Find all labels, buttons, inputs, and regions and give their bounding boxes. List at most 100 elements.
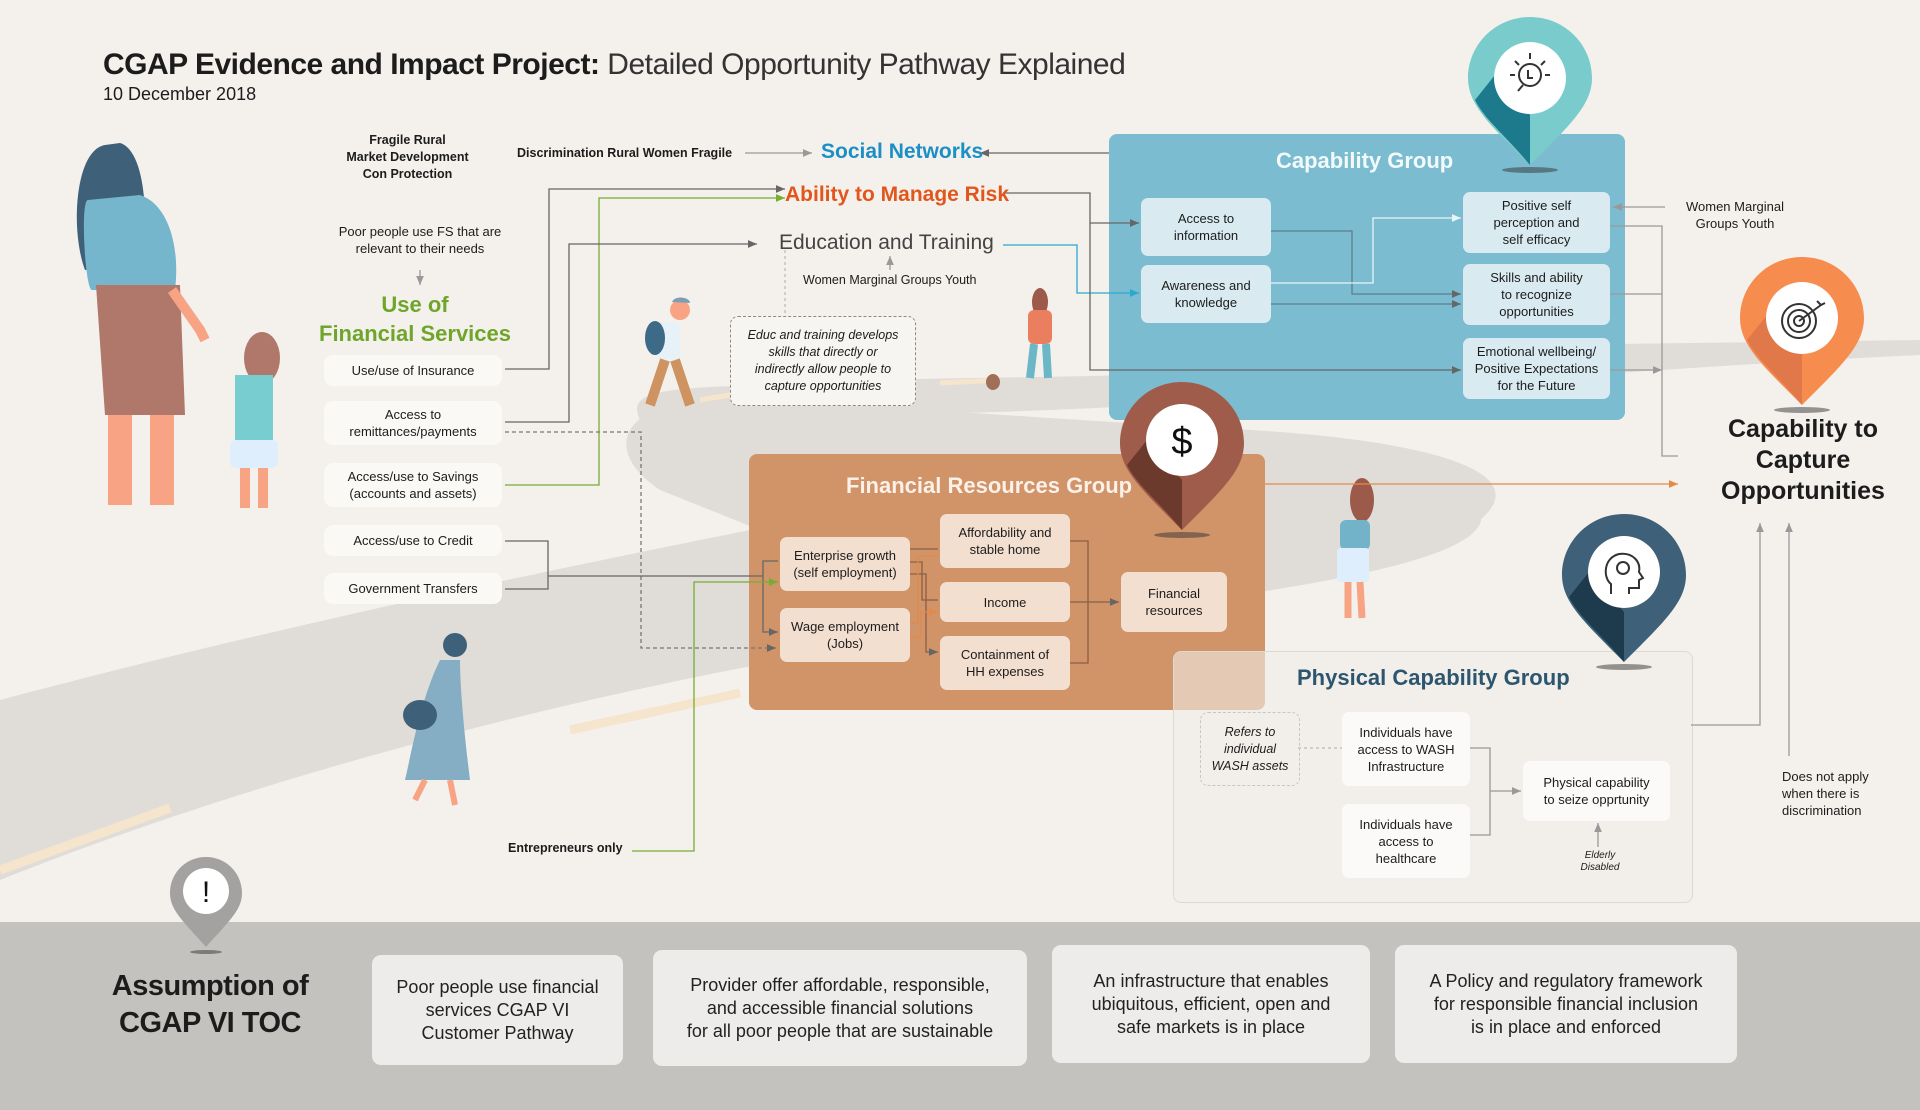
box-label: Containment of — [960, 647, 1050, 662]
note-line: WASH assets — [1211, 758, 1289, 773]
fs-item-savings[interactable]: Access/use to Savings (accounts and asset… — [324, 463, 502, 507]
outcome-social-networks[interactable]: Social Networks — [821, 140, 984, 163]
label-line: Elderly — [1584, 850, 1616, 861]
box-label: (Jobs) — [826, 636, 864, 651]
women-marginal-cap-label: Women Marginal Groups Youth — [1670, 198, 1800, 232]
title-line: Opportunities — [1721, 477, 1885, 505]
physical-group-title: Physical Capability Group — [1297, 665, 1570, 690]
note-line: indirectly allow people to — [754, 362, 892, 376]
dollar-icon: $ — [1171, 421, 1192, 463]
item-label: (accounts and assets) — [349, 486, 477, 501]
note-line: capture opportunities — [764, 379, 882, 393]
box-label: Financial — [1147, 586, 1201, 601]
box-label: Awareness and — [1161, 278, 1251, 293]
label-line: Does not apply — [1782, 769, 1869, 784]
card-line: services CGAP VI — [425, 999, 570, 1020]
capability-to-capture-opportunities[interactable]: Capability to Capture Opportunities — [1690, 414, 1916, 507]
item-label: Access/use to Credit — [353, 533, 473, 548]
item-label: remittances/payments — [349, 424, 477, 439]
box-label: Income — [983, 594, 1027, 610]
box-label: access to — [1378, 833, 1434, 849]
lightbulb-icon — [1510, 53, 1550, 92]
item-label: Government Transfers — [348, 581, 478, 596]
fin-input-wage-employment[interactable]: Wage employment (Jobs) — [780, 608, 910, 662]
box-label: Positive self — [1501, 198, 1572, 213]
outcome-manage-risk[interactable]: Ability to Manage Risk — [785, 183, 1010, 206]
card-line: An infrastructure that enables — [1093, 970, 1329, 991]
fin-input-enterprise-growth[interactable]: Enterprise growth (self employment) — [780, 537, 910, 591]
cap-output-emotional-wellbeing[interactable]: Emotional wellbeing/Positive Expectation… — [1463, 338, 1610, 399]
box-label: Infrastructure — [1367, 758, 1445, 774]
card-line: Provider offer affordable, responsible, — [690, 974, 990, 995]
assumption-card: Provider offer affordable, responsible,a… — [653, 950, 1027, 1066]
cap-output-self-perception[interactable]: Positive self perception and self efficacy — [1463, 192, 1610, 253]
box-label: perception and — [1493, 215, 1580, 230]
item-label: Access/use to Savings — [347, 469, 479, 484]
title-line: Financial Services — [319, 321, 511, 346]
box-label: self efficacy — [1502, 232, 1571, 247]
fs-item-credit[interactable]: Access/use to Credit — [324, 525, 502, 556]
label-line: Disabled — [1580, 862, 1620, 873]
cap-input-awareness-knowledge[interactable]: Awareness and knowledge — [1141, 265, 1271, 323]
box-label: Wage employment — [791, 619, 899, 634]
fin-mid-hh-expenses[interactable]: Containment of HH expenses — [940, 636, 1070, 690]
outcome-education-training[interactable]: Education and Training — [779, 231, 994, 254]
woman-with-bag-illustration — [403, 633, 470, 806]
box-label: Positive Expectations — [1474, 361, 1599, 376]
fs-item-government-transfers[interactable]: Government Transfers — [324, 573, 502, 604]
box-label: to recognize — [1501, 287, 1572, 302]
box-label: access to WASH — [1357, 741, 1455, 757]
box-label: knowledge — [1174, 295, 1238, 310]
title-line: Capture — [1755, 446, 1851, 474]
label-line: Poor people use FS that are — [338, 224, 502, 239]
label-line: Market Development — [346, 150, 469, 164]
box-label: Skills and ability — [1490, 270, 1583, 285]
poor-people-fs-label: Poor people use FS that are relevant to … — [330, 223, 510, 257]
target-icon — [1781, 300, 1826, 339]
box-label: Emotional wellbeing/ — [1476, 344, 1597, 359]
box-label: information — [1173, 228, 1239, 243]
box-label: Access to — [1177, 211, 1235, 226]
financial-group-title: Financial Resources Group — [846, 473, 1133, 498]
label-line: Women Marginal — [1685, 199, 1785, 214]
physical-pin — [1562, 514, 1686, 670]
item-label: Access to — [384, 407, 442, 422]
fs-item-insurance[interactable]: Use/use of Insurance — [324, 355, 502, 386]
label-line: discrimination — [1782, 803, 1862, 818]
box-label: Physical capability — [1543, 775, 1650, 790]
label-line: Con Protection — [362, 167, 453, 181]
card-line: safe markets is in place — [1116, 1016, 1306, 1037]
use-of-financial-services-title: Use of Financial Services — [300, 290, 530, 348]
cap-input-access-information[interactable]: Access to information — [1141, 198, 1271, 256]
fin-mid-income[interactable]: Income — [940, 582, 1070, 622]
card-line: Poor people use financial — [396, 976, 599, 997]
head-gear-icon — [1604, 552, 1645, 594]
box-label: to seize opprtunity — [1543, 792, 1650, 807]
assumptions-title: Assumption of CGAP VI TOC — [95, 968, 325, 1042]
phy-output-physical-capability[interactable]: Physical capability to seize opprtunity — [1523, 761, 1670, 821]
title-line: Capability to — [1727, 415, 1878, 443]
card-line: for all poor people that are sustainable — [686, 1020, 994, 1041]
box-label: stable home — [969, 542, 1041, 557]
box-label: HH expenses — [965, 664, 1045, 679]
box-label: Enterprise growth — [794, 548, 896, 563]
box-label: (self employment) — [793, 565, 897, 580]
note-line: Educ and training develops — [747, 328, 899, 342]
capability-pin — [1468, 17, 1592, 173]
page-title: CGAP Evidence and Impact Project: Detail… — [103, 48, 1126, 82]
man-with-backpack-illustration — [645, 297, 695, 407]
women-marginal-edu-label: Women Marginal Groups Youth — [803, 273, 977, 287]
fs-item-remittances[interactable]: Access to remittances/payments — [324, 401, 502, 445]
dollar-pin: $ — [1120, 382, 1244, 538]
woman-walking-right-illustration — [1337, 478, 1374, 619]
target-pin — [1740, 257, 1864, 413]
label-line: Groups Youth — [1695, 216, 1775, 231]
